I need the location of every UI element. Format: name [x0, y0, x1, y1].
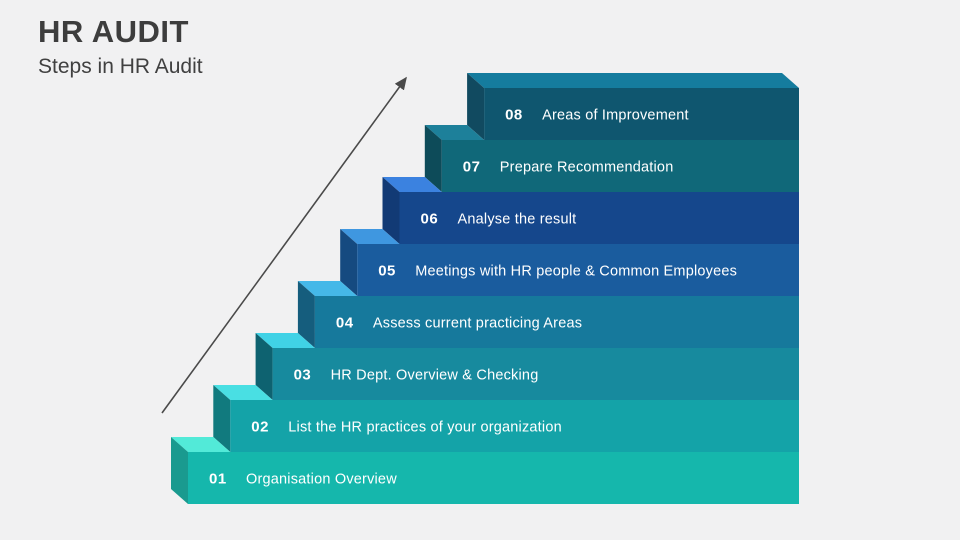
step-08: 08 Areas of Improvement: [467, 73, 799, 140]
step-number: 08: [505, 107, 523, 124]
step-03: 03 HR Dept. Overview & Checking: [255, 333, 800, 400]
step-top-face: [213, 385, 273, 400]
step-number: 03: [294, 367, 312, 384]
step-label: Meetings with HR people & Common Employe…: [415, 264, 737, 280]
step-number: 05: [378, 263, 396, 280]
step-label: List the HR practices of your organizati…: [288, 420, 562, 436]
step-01: 01 Organisation Overview: [171, 437, 799, 504]
step-number: 06: [421, 211, 439, 228]
step-number: 02: [251, 419, 269, 436]
step-top-face: [340, 229, 400, 244]
step-number: 04: [336, 315, 354, 332]
growth-arrow: [161, 76, 407, 414]
step-06: 06 Analyse the result: [382, 177, 799, 244]
step-02: 02 List the HR practices of your organiza…: [213, 385, 800, 452]
step-side-face: [171, 437, 188, 504]
step-number: 07: [463, 159, 481, 176]
step-front-face: [272, 348, 800, 400]
step-front-face: [441, 140, 799, 192]
slide-title: HR AUDIT: [38, 14, 189, 49]
step-label: Assess current practicing Areas: [373, 316, 582, 332]
slide-header: HR AUDIT Steps in HR Audit: [38, 14, 203, 79]
step-top-face: [171, 437, 231, 452]
step-front-face: [357, 244, 799, 296]
step-side-face: [213, 385, 231, 452]
step-top-face: [297, 281, 358, 296]
step-label: Areas of Improvement: [542, 108, 689, 124]
step-05: 05 Meetings with HR people & Common Emplo…: [340, 229, 799, 296]
step-label: HR Dept. Overview & Checking: [331, 368, 539, 384]
step-side-face: [340, 229, 358, 296]
step-side-face: [255, 333, 273, 400]
step-front-face: [399, 192, 799, 244]
step-side-face: [382, 177, 400, 244]
step-04: 04 Assess current practicing Areas: [297, 281, 799, 348]
step-front-face: [484, 88, 799, 140]
slide-subtitle: Steps in HR Audit: [38, 54, 203, 78]
step-side-face: [467, 73, 485, 140]
step-top-face: [382, 177, 442, 192]
step-front-face: [230, 400, 800, 452]
step-label: Analyse the result: [458, 212, 577, 228]
step-front-face: [188, 452, 799, 504]
step-top-face: [424, 125, 485, 140]
step-side-face: [424, 125, 442, 192]
steps-group: 08 Areas of Improvement 07 Prepare Recommen…: [171, 73, 800, 504]
step-front-face: [314, 296, 799, 348]
step-side-face: [297, 281, 315, 348]
step-label: Organisation Overview: [246, 472, 397, 488]
step-top-face: [255, 333, 315, 348]
step-07: 07 Prepare Recommendation: [424, 125, 799, 192]
step-label: Prepare Recommendation: [500, 160, 674, 176]
step-number: 01: [209, 471, 227, 488]
step-top-face: [467, 73, 799, 88]
